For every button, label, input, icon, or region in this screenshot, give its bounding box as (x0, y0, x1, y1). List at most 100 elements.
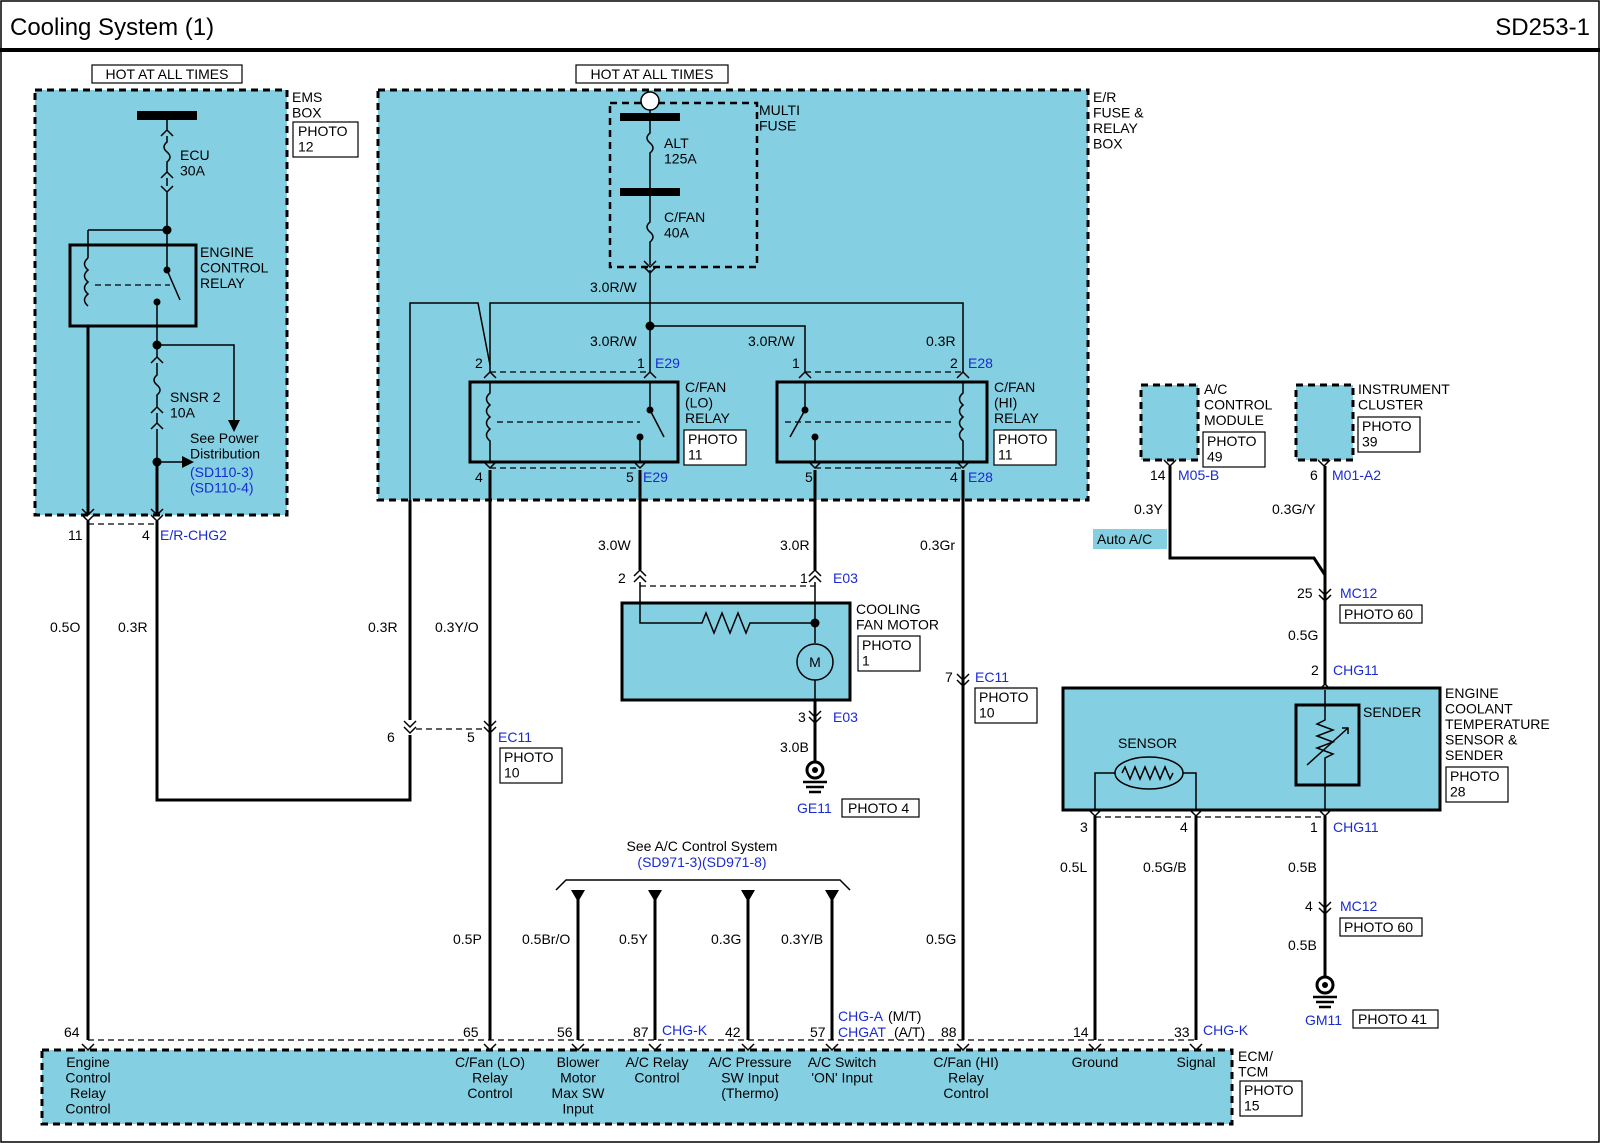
ge11-photo: PHOTO 4 (848, 800, 909, 816)
ecm-label-ac-switch: A/C Switch'ON' Input (808, 1054, 876, 1086)
connector-e03-bottom: E03 (833, 709, 858, 725)
wire-0.3yo: 0.3Y/O (435, 619, 479, 635)
connector-chg-a: CHG-A (838, 1008, 884, 1024)
ground-gm11: GM11 (1305, 1012, 1342, 1028)
auto-ac-tag: Auto A/C (1097, 531, 1152, 547)
wire-0.3gy: 0.3G/Y (1272, 501, 1316, 517)
connector-chg11-top: CHG11 (1333, 662, 1379, 678)
sender (1294, 703, 1361, 787)
ecm-pin-64: 64 (64, 1024, 80, 1040)
ecm-tcm-label: ECM/TCM (1238, 1048, 1273, 1080)
lo-pin-1: 1 (637, 355, 645, 371)
ect-pin-2: 2 (1311, 662, 1319, 678)
pin-4-mc12: 4 (1305, 898, 1313, 914)
wire-0.5y: 0.5Y (619, 931, 648, 947)
ecm-tcm (40, 1048, 1234, 1126)
wire-3.0r: 3.0R (780, 537, 810, 553)
wire-0.5g-bottom: 0.5G (926, 931, 956, 947)
mt-label: (M/T) (888, 1008, 921, 1024)
wire-0.5p: 0.5P (453, 931, 482, 947)
connector-chg11-bottom: CHG11 (1333, 819, 1379, 835)
wire-0.3r-hi: 0.3R (926, 333, 956, 349)
cfan-hi-relay (775, 380, 989, 464)
page-title: Cooling System (1) (10, 14, 214, 41)
power-distribution-refs[interactable]: (SD110-3)(SD110-4) (190, 464, 254, 496)
connector-e28-top: E28 (968, 355, 993, 371)
ect-pin-3: 3 (1080, 819, 1088, 835)
sensor-label: SENSOR (1118, 735, 1177, 751)
connector-e03-top: E03 (833, 570, 858, 586)
see-ac-control-system: See A/C Control System (627, 838, 778, 854)
connector-e28-bottom: E28 (968, 469, 993, 485)
cfan-lo-relay (468, 380, 680, 464)
hot-at-all-times-label: HOT AT ALL TIMES (106, 66, 229, 82)
wire-0.3r: 0.3R (118, 619, 148, 635)
wire-0.5b-2: 0.5B (1288, 937, 1317, 953)
connector-e29-bottom: E29 (643, 469, 668, 485)
hi-pin-2: 2 (950, 355, 958, 371)
connector-ec11-right: EC11 (975, 669, 1009, 685)
wire-0.3gr: 0.3Gr (920, 537, 955, 553)
connector-m05-b: M05-B (1178, 467, 1219, 483)
ecm-pin-56: 56 (557, 1024, 573, 1040)
pin-11: 11 (68, 527, 83, 543)
lo-pin-5: 5 (626, 469, 634, 485)
hi-pin-4: 4 (950, 469, 958, 485)
ems-box (33, 88, 289, 517)
wire-0.5bro: 0.5Br/O (522, 931, 570, 947)
lo-pin-4: 4 (475, 469, 483, 485)
connector-mc12-bottom: MC12 (1340, 898, 1378, 914)
motor-symbol: M (809, 654, 821, 670)
wire-0.3r-b: 0.3R (368, 619, 398, 635)
ecm-label-ground: Ground (1072, 1054, 1119, 1070)
connector-chg-k-right: CHG-K (1203, 1022, 1249, 1038)
ecm-pin-88: 88 (941, 1024, 957, 1040)
diagram-code: SD253-1 (1495, 14, 1590, 41)
ecm-pin-87: 87 (633, 1024, 649, 1040)
engine-control-relay (68, 243, 198, 328)
ac-control-system-refs[interactable]: (SD971-3)(SD971-8) (637, 854, 766, 870)
motor-pin-3: 3 (798, 709, 806, 725)
ecm-pin-65: 65 (463, 1024, 479, 1040)
ecm-pin-57: 57 (810, 1024, 826, 1040)
wire-0.5o: 0.5O (50, 619, 80, 635)
cfan-hi-relay-label: C/FAN(HI)RELAY (994, 379, 1040, 426)
pin-4: 4 (142, 527, 150, 543)
connector-e29-top: E29 (655, 355, 680, 371)
ecm-pin-33: 33 (1174, 1024, 1190, 1040)
ac-control-module (1139, 383, 1200, 462)
ect-pin-4: 4 (1180, 819, 1188, 835)
wire-3.0w: 3.0W (598, 537, 631, 553)
wire-0.3y: 0.3Y (1134, 501, 1163, 517)
hi-pin-1: 1 (792, 355, 800, 371)
pin-7: 7 (945, 669, 953, 685)
hi-pin-5: 5 (805, 469, 813, 485)
ecm-pin-14: 14 (1073, 1024, 1089, 1040)
connector-mc12-top: MC12 (1340, 585, 1378, 601)
wire-3.0b: 3.0B (780, 739, 809, 755)
wire-0.5l: 0.5L (1060, 859, 1087, 875)
ect-sensor-sender (1061, 686, 1442, 812)
connector-chgat: CHGAT (838, 1024, 886, 1040)
